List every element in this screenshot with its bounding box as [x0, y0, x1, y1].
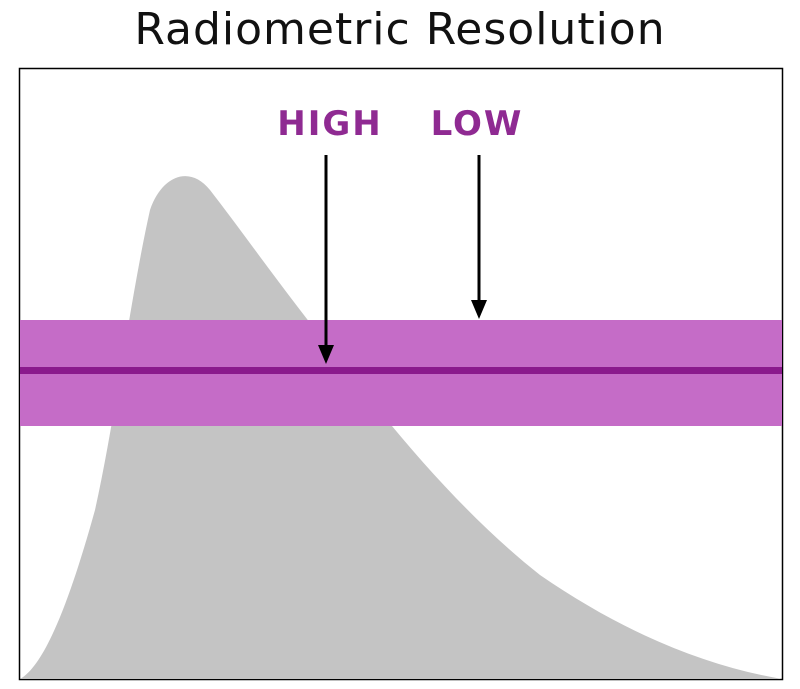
high-label: HIGH — [277, 104, 382, 144]
figure-title: Radiometric Resolution — [134, 4, 666, 55]
low-label: LOW — [431, 104, 524, 144]
low-arrow-head — [471, 300, 487, 319]
high-arrow-head — [318, 345, 334, 364]
band-center-line — [20, 367, 782, 374]
distribution-curve — [20, 176, 782, 679]
